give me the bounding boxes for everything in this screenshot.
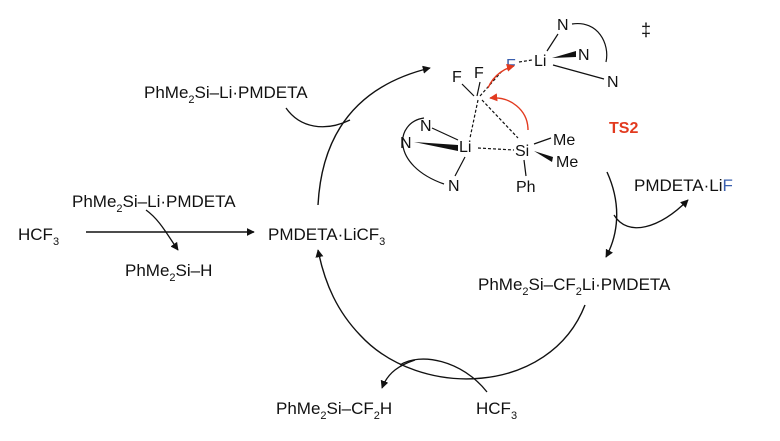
transition-state-ts2: N Li N N F F F N N Li N Si Me Me	[400, 17, 651, 196]
ts-migrating-fluorine: F	[506, 57, 516, 74]
silane-byproduct-label: PhMe2Si–H	[125, 261, 212, 284]
difluoromethyl-lithium-intermediate-label: PhMe2Si–CF2Li·PMDETA	[478, 275, 671, 298]
ts-red-arrow-fluoride	[487, 63, 515, 89]
cycle-arc-upper-left	[317, 65, 431, 206]
ts-double-dagger: ‡	[641, 20, 651, 40]
lif-release-arrow	[613, 199, 689, 229]
ts-Si-Me1-bond	[533, 137, 552, 145]
ts-upper-chelate-arc	[571, 23, 608, 63]
ts-upper-Li-N3-bond	[552, 64, 605, 80]
ts-F2-C-bond	[476, 81, 481, 97]
ts-Li-Si-bond	[477, 147, 515, 151]
ts-C-Si-bond	[481, 99, 519, 139]
ts-C-Li-bond	[469, 99, 479, 139]
lithium-cf3-intermediate-label: PMDETA·LiCF3	[268, 225, 385, 248]
ts-fluorine-2: F	[474, 65, 484, 82]
top-left-reagent-label: PhMe2Si–Li·PMDETA	[144, 83, 308, 106]
cycle-arc-bottom	[315, 249, 586, 380]
cycle-arc-right	[605, 171, 618, 258]
ts2-label: TS2	[609, 120, 638, 137]
ts-F1-C-bond	[461, 83, 475, 97]
ts-lower-Li-N3-bond	[454, 156, 466, 177]
ts-red-arrow-silicon	[489, 93, 529, 131]
ts-upper-N1: N	[557, 17, 569, 34]
ts-Si-Ph-bond	[523, 159, 527, 177]
ts-fluorine-1: F	[452, 69, 462, 86]
ts-lower-Li: Li	[459, 139, 471, 156]
ts-lower-chelate-arc	[402, 117, 445, 185]
difluoromethylsilane-product-label: PhMe2Si–CF2H	[276, 399, 392, 422]
product-release-arrow	[380, 359, 416, 389]
ts-upper-wedge-bond	[552, 51, 576, 58]
ts-upper-N1-Li-bond	[546, 33, 559, 52]
left-reagent-label: PhMe2Si–Li·PMDETA	[72, 192, 236, 215]
ts-F-Li-bond	[518, 59, 533, 63]
ts-lower-N1-Li-bond	[431, 127, 459, 141]
ts-methyl-1: Me	[553, 132, 575, 149]
ts-upper-N2: N	[578, 47, 590, 64]
ts-C-F-breaking-bond	[479, 69, 504, 97]
ts-silicon: Si	[515, 143, 529, 160]
ts-Si-Me2-wedge	[534, 151, 553, 162]
ts-phenyl: Ph	[516, 179, 536, 196]
hcf3-entry-curve	[399, 358, 488, 393]
ts-upper-N3: N	[607, 74, 619, 91]
ts-upper-Li: Li	[534, 53, 546, 70]
bottom-hcf3-label: HCF3	[476, 399, 517, 422]
ts-lower-wedge-bond	[414, 142, 458, 151]
ts-lower-N2: N	[400, 135, 412, 152]
left-hcf3-label: HCF3	[18, 225, 59, 248]
ts-lower-N1: N	[420, 118, 432, 135]
reagent-entry-curve	[285, 107, 351, 128]
lif-byproduct-label: PMDETA·LiF	[634, 176, 733, 195]
silane-release-arrow	[145, 209, 179, 251]
ts-methyl-2: Me	[556, 154, 578, 171]
ts-lower-N3: N	[448, 178, 460, 195]
